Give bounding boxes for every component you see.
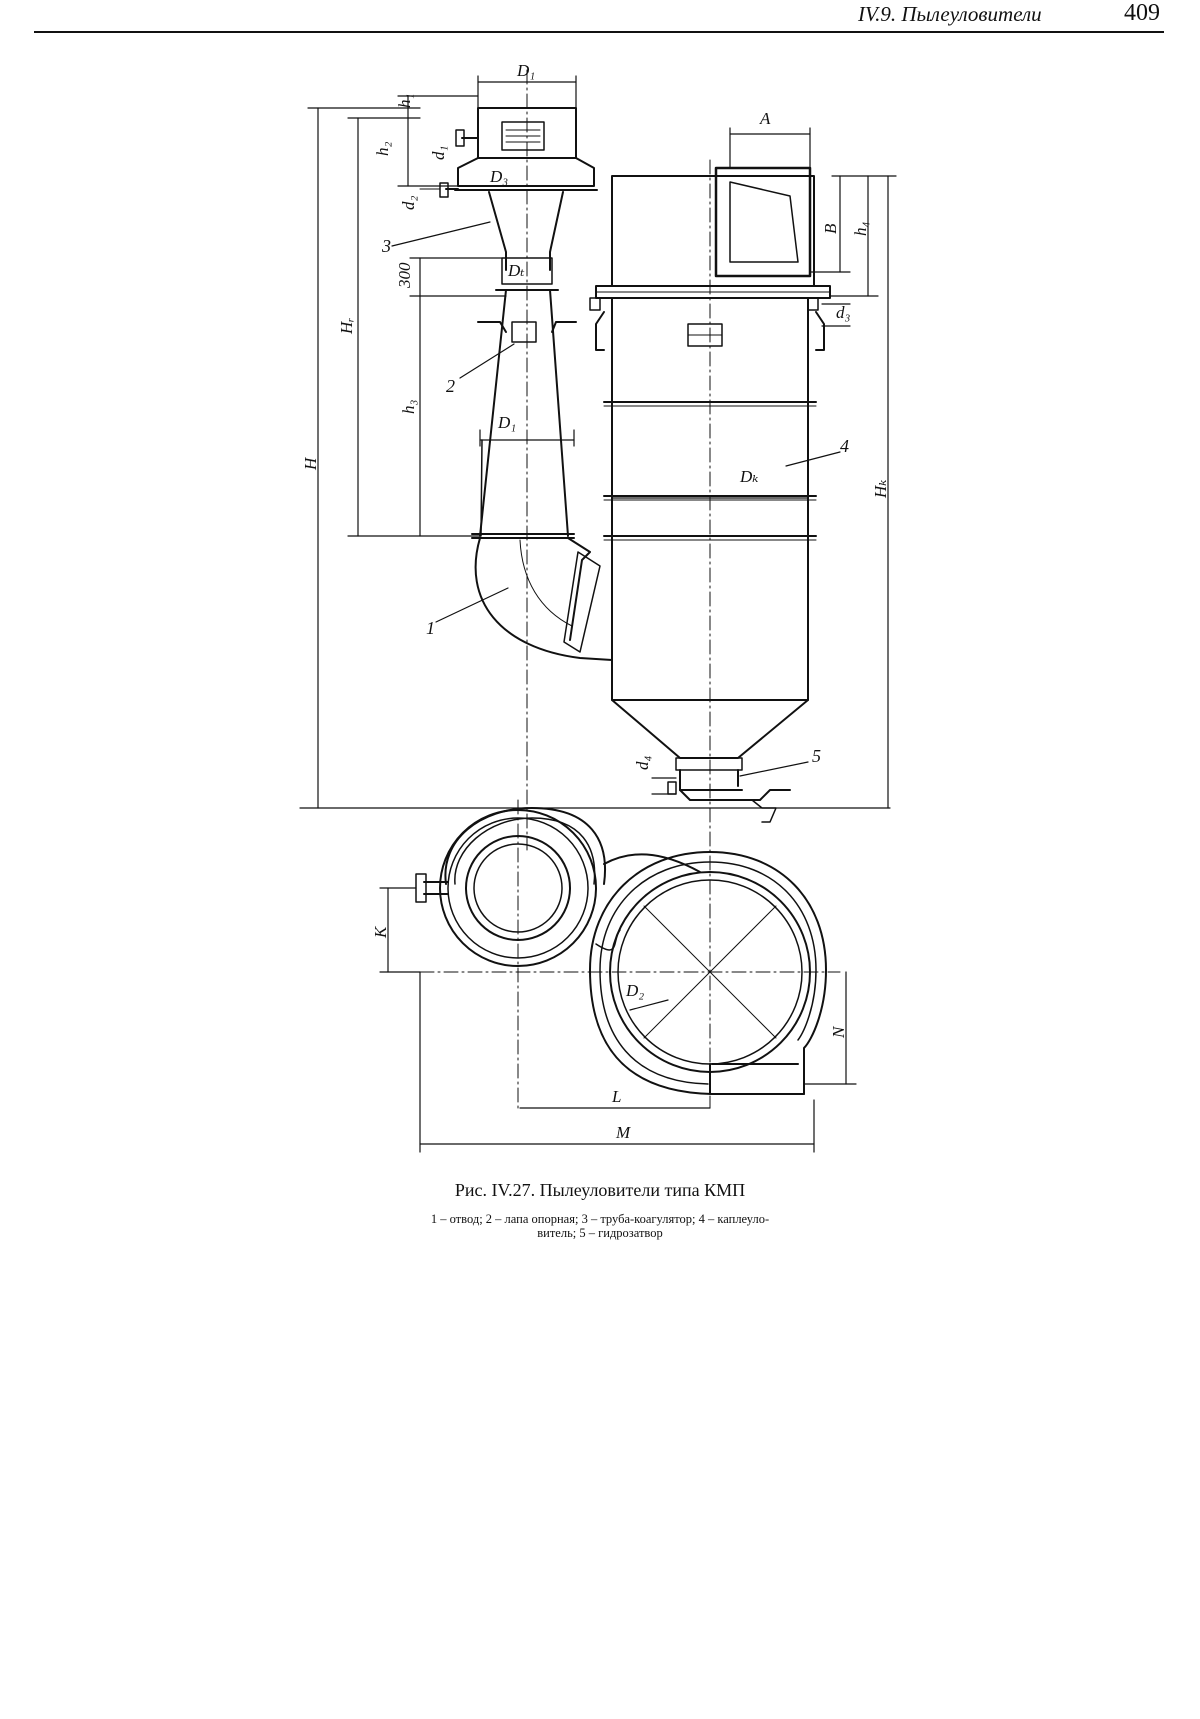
- dimension-lines: [299, 75, 897, 809]
- label-D1-mid: D₁: [497, 413, 516, 432]
- plan-dimension-lines: [379, 887, 857, 1153]
- figure-legend: 1 – отвод; 2 – лапа опорная; 3 – труба-к…: [300, 1212, 900, 1240]
- coagulator-head: [419, 107, 598, 198]
- coagulator-plan: [397, 807, 606, 967]
- label-h1: h₁: [395, 94, 414, 108]
- coagulator-tube: [479, 191, 569, 537]
- label-K: K: [371, 925, 390, 939]
- label-h2: h₂: [373, 142, 392, 157]
- figure-caption: Рис. IV.27. Пылеуловители типа КМП: [454, 1180, 746, 1200]
- part-2: 2: [446, 376, 455, 396]
- elevation-labels: D₁ h₁ h₂ d₁ D₃ d₂ 3 300 Dₜ Hᵣ 2 h₃ D₁ H …: [301, 61, 890, 770]
- center-lines: [526, 69, 711, 851]
- label-d4: d₄: [633, 756, 652, 771]
- plan-center-lines: [419, 799, 841, 1109]
- leader-lines: [391, 221, 841, 777]
- label-Hr: Hᵣ: [337, 318, 356, 335]
- support-lug: [477, 321, 577, 343]
- part-5: 5: [812, 746, 821, 766]
- plan-labels: K D₂ N L M: [371, 925, 848, 1142]
- label-h3: h₃: [399, 400, 418, 415]
- label-D3: D₃: [489, 167, 508, 186]
- label-D1-top: D₁: [516, 61, 535, 80]
- page-number: 409: [1124, 0, 1160, 26]
- label-Dt: Dₜ: [507, 261, 525, 280]
- elevation-view: D₁ h₁ h₂ d₁ D₃ d₂ 3 300 Dₜ Hᵣ 2 h₃ D₁ H …: [299, 61, 897, 851]
- running-head-title: IV.9. Пылеуловители: [858, 2, 1042, 26]
- label-H: H: [301, 456, 320, 471]
- label-d2: d₂: [399, 196, 418, 211]
- label-d3: d₃: [836, 303, 851, 322]
- separator-plan: [589, 851, 827, 1095]
- label-A: A: [759, 109, 771, 128]
- label-B: B: [821, 223, 840, 234]
- label-D2: D₂: [625, 981, 644, 1000]
- label-300: 300: [395, 262, 414, 289]
- label-Hk: Hₖ: [871, 480, 890, 499]
- plan-connecting-duct: [595, 853, 701, 951]
- legend-line-2: витель; 5 – гидрозатвор: [537, 1226, 663, 1240]
- label-h4: h₄: [851, 222, 870, 237]
- running-head: IV.9. Пылеуловители 409: [0, 0, 1200, 40]
- part-4: 4: [840, 436, 849, 456]
- label-N: N: [829, 1025, 848, 1039]
- part-1: 1: [426, 618, 435, 638]
- label-d1: d₁: [429, 146, 448, 160]
- label-Dk: Dₖ: [739, 467, 758, 486]
- label-M: M: [615, 1123, 631, 1142]
- label-L: L: [611, 1087, 621, 1106]
- elbow-outlet: [471, 533, 613, 661]
- header-rule: [34, 31, 1164, 33]
- technical-drawing: D₁ h₁ h₂ d₁ D₃ d₂ 3 300 Dₜ Hᵣ 2 h₃ D₁ H …: [299, 61, 897, 1153]
- legend-line-1: 1 – отвод; 2 – лапа опорная; 3 – труба-к…: [430, 1212, 770, 1226]
- hydraulic-seal: [667, 757, 791, 823]
- part-3: 3: [381, 236, 391, 256]
- plan-view: K D₂ N L M: [371, 799, 857, 1153]
